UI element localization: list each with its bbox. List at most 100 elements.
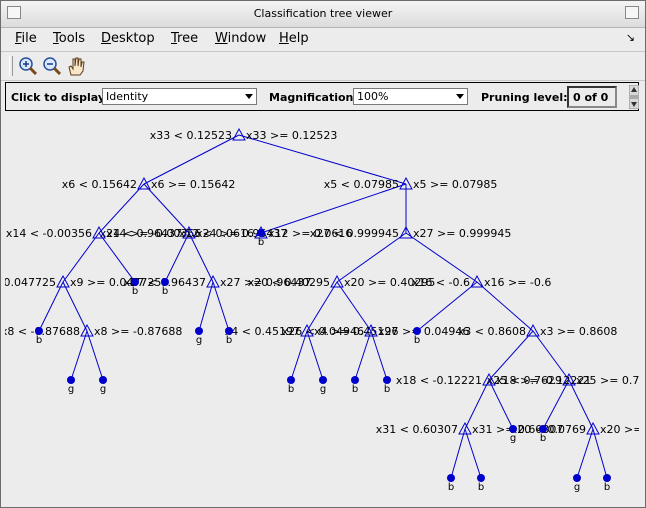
branch-node-triangle[interactable] (470, 274, 484, 288)
branch-condition-label: x18 < -0.12221 (396, 374, 482, 387)
leaf-class-label: b (448, 482, 454, 493)
leaf-node[interactable] (99, 376, 107, 384)
branch-node-triangle[interactable] (458, 421, 472, 435)
branch-condition-label: x16 < -0.6 (412, 276, 470, 289)
zoom-in-icon[interactable] (17, 55, 39, 77)
leaf-node[interactable] (383, 376, 391, 384)
magnification-dropdown[interactable]: 100% (353, 88, 468, 105)
branch-node-triangle[interactable] (399, 225, 413, 239)
branch-condition-label: x16 >= -0.6 (484, 276, 551, 289)
display-dropdown[interactable]: Identity (102, 88, 257, 105)
branch-node-triangle[interactable] (56, 274, 70, 288)
leaf-class-label: g (510, 433, 516, 444)
tree-edge (260, 183, 407, 234)
tree-edge (98, 232, 136, 283)
branch-node-triangle[interactable] (399, 176, 413, 190)
branch-node-triangle[interactable] (206, 274, 220, 288)
branch-condition-label: x14 >= -0.00356 (106, 227, 201, 240)
branch-condition-label: x25 < 0.7629 (487, 374, 562, 387)
magnification-value: 100% (357, 90, 389, 103)
tree-edge (592, 428, 608, 479)
zoom-out-icon[interactable] (41, 55, 63, 77)
pruning-spinner[interactable] (628, 84, 640, 110)
leaf-node[interactable] (131, 278, 139, 286)
leaf-node[interactable] (161, 278, 169, 286)
leaf-node[interactable] (225, 327, 233, 335)
branch-node-triangle[interactable] (482, 372, 496, 386)
leaf-node[interactable] (573, 474, 581, 482)
leaf-class-label: b (132, 286, 138, 297)
leaf-node[interactable] (603, 474, 611, 482)
menu-help[interactable]: Help (279, 31, 309, 46)
branch-node-triangle[interactable] (562, 372, 576, 386)
leaf-node[interactable] (351, 376, 359, 384)
window-menu-button[interactable] (7, 6, 21, 19)
leaf-class-label: b (414, 335, 420, 346)
branch-node-triangle[interactable] (586, 421, 600, 435)
dock-arrow-icon[interactable]: ↘ (625, 31, 635, 44)
leaf-node[interactable] (67, 376, 75, 384)
branch-node-triangle[interactable] (137, 176, 151, 190)
branch-condition-label: x4 < 0.45197 (225, 325, 300, 338)
menu-tools[interactable]: Tools (53, 31, 86, 46)
leaf-node[interactable] (257, 229, 265, 237)
branch-condition-label: x20 >= 0.0769 (600, 423, 639, 436)
tree-edge (488, 330, 534, 381)
tree-edge (450, 428, 466, 479)
branch-condition-label: x20 >= 0.40295 (344, 276, 435, 289)
toolbar-grip[interactable] (9, 56, 13, 76)
title-bar: Classification tree viewer (1, 1, 645, 28)
tree-edge (70, 330, 88, 381)
tree-edge (405, 232, 478, 283)
branch-condition-label: x27 < 0.999945 (310, 227, 399, 240)
menu-window[interactable]: Window (215, 31, 267, 46)
branch-condition-label: x33 >= 0.12523 (246, 129, 337, 142)
branch-condition-label: x14 < -0.00356 (6, 227, 92, 240)
branch-condition-label: x5 < 0.07985 (324, 178, 399, 191)
leaf-node[interactable] (319, 376, 327, 384)
maximize-button[interactable] (625, 6, 639, 19)
tree-edge (143, 134, 240, 185)
leaf-class-label: g (320, 384, 326, 395)
branch-condition-label: x20 < 0.40295 (248, 276, 330, 289)
pruning-level-field[interactable]: 0 of 0 (567, 86, 617, 108)
leaf-node[interactable] (35, 327, 43, 335)
leaf-class-label: b (288, 384, 294, 395)
leaf-node[interactable] (477, 474, 485, 482)
leaf-node[interactable] (195, 327, 203, 335)
branch-node-triangle[interactable] (182, 225, 196, 239)
branch-node-triangle[interactable] (364, 323, 378, 337)
tree-edge (212, 281, 230, 332)
leaf-class-label: g (100, 384, 106, 395)
toolbar (1, 51, 645, 81)
tree-edge (238, 134, 407, 185)
menu-file[interactable]: File (15, 31, 37, 46)
leaf-node[interactable] (447, 474, 455, 482)
branch-node-triangle[interactable] (526, 323, 540, 337)
branch-node-triangle[interactable] (300, 323, 314, 337)
menu-bar: File Tools Desktop Tree Window Help ↘ (1, 28, 645, 50)
tree-edge (416, 281, 478, 332)
tree-edge (354, 330, 372, 381)
display-value: Identity (106, 90, 149, 103)
menu-desktop[interactable]: Desktop (101, 31, 155, 46)
pan-hand-icon[interactable] (65, 55, 87, 77)
leaf-class-label: g (68, 384, 74, 395)
leaf-node[interactable] (287, 376, 295, 384)
tree-edge (198, 281, 214, 332)
leaf-node[interactable] (509, 425, 517, 433)
menu-tree[interactable]: Tree (171, 31, 199, 46)
leaf-node[interactable] (413, 327, 421, 335)
tree-edge (306, 330, 324, 381)
tree-edge (488, 379, 514, 430)
branch-node-triangle[interactable] (330, 274, 344, 288)
tree-edge (542, 379, 570, 430)
branch-node-triangle[interactable] (92, 225, 106, 239)
leaf-node[interactable] (539, 425, 547, 433)
branch-node-triangle[interactable] (232, 127, 246, 141)
tree-edge (336, 281, 372, 332)
branch-node-triangle[interactable] (80, 323, 94, 337)
tree-edge (464, 379, 490, 430)
